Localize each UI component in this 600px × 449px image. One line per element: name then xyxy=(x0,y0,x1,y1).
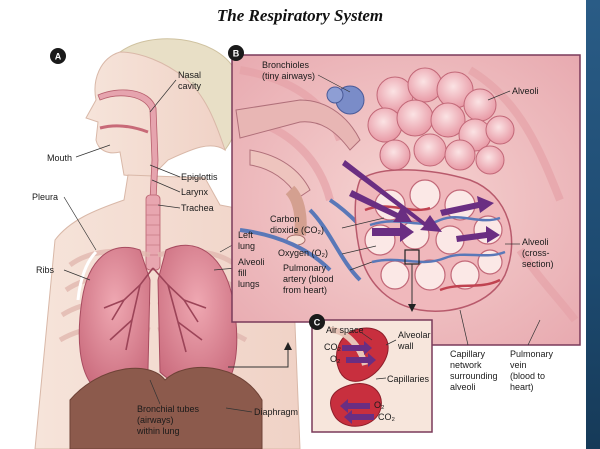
label-trachea: Trachea xyxy=(181,203,214,213)
alveoli-cross-section xyxy=(342,160,513,312)
panel-c-badge: C xyxy=(309,314,325,330)
label-o2-top: O₂ xyxy=(330,354,341,364)
svg-text:B: B xyxy=(233,49,240,59)
panel-a-badge: A xyxy=(50,48,66,64)
panel-c xyxy=(311,319,433,433)
panel-a-labels: Nasal cavity Mouth Epiglottis Larynx Tra… xyxy=(32,70,298,436)
label-co2-top: CO₂ xyxy=(324,342,342,352)
panel-c-leaders xyxy=(361,332,397,380)
panel-b xyxy=(231,54,581,346)
label-capillaries: Capillaries xyxy=(387,374,430,384)
label-alveoli: Alveoli xyxy=(512,86,539,96)
label-bronchial-tubes: Bronchial tubes (airways) within lung xyxy=(136,404,202,436)
svg-text:C: C xyxy=(314,318,321,328)
label-alveoli-cross-section: Alveoli (cross- section) xyxy=(522,237,554,269)
diagram-title: The Respiratory System xyxy=(216,6,384,25)
label-bronchioles: Bronchioles (tiny airways) xyxy=(262,60,315,81)
label-o2-bottom: O₂ xyxy=(374,400,385,410)
svg-text:A: A xyxy=(55,52,62,62)
label-left-lung: Left lung xyxy=(238,230,256,251)
label-ribs: Ribs xyxy=(36,265,55,275)
label-epiglottis: Epiglottis xyxy=(181,172,218,182)
label-pulmonary-vein: Pulmonary vein (blood to heart) xyxy=(510,349,556,392)
label-mouth: Mouth xyxy=(47,153,72,163)
panel-a-leaders xyxy=(63,79,253,413)
label-pulmonary-artery: Pulmonary artery (blood from heart) xyxy=(283,263,336,295)
label-oxygen: Oxygen (O₂) xyxy=(278,248,328,258)
panel-c-labels: Air space Alveolar wall CO₂ O₂ Capillari… xyxy=(324,325,433,422)
label-alveoli-fill-lungs: Alveoli fill lungs xyxy=(238,257,267,289)
panel-b-leaders xyxy=(228,74,541,368)
label-carbon-dioxide: Carbon dioxide (CO₂) xyxy=(270,214,324,235)
label-co2-bottom: CO₂ xyxy=(378,412,396,422)
panel-b-labels: Bronchioles (tiny airways) Alveoli Carbo… xyxy=(262,60,556,392)
label-capillary-network: Capillary network surrounding alveoli xyxy=(450,349,500,392)
label-larynx: Larynx xyxy=(181,187,209,197)
label-nasal-cavity: Nasal cavity xyxy=(178,70,204,91)
label-diaphragm: Diaphragm xyxy=(254,407,298,417)
label-air-space: Air space xyxy=(326,325,364,335)
label-pleura: Pleura xyxy=(32,192,58,202)
window-edge xyxy=(586,0,600,449)
label-alveolar-wall: Alveolar wall xyxy=(397,330,433,351)
panel-b-badge: B xyxy=(228,45,244,61)
alveoli-cluster xyxy=(326,67,515,175)
